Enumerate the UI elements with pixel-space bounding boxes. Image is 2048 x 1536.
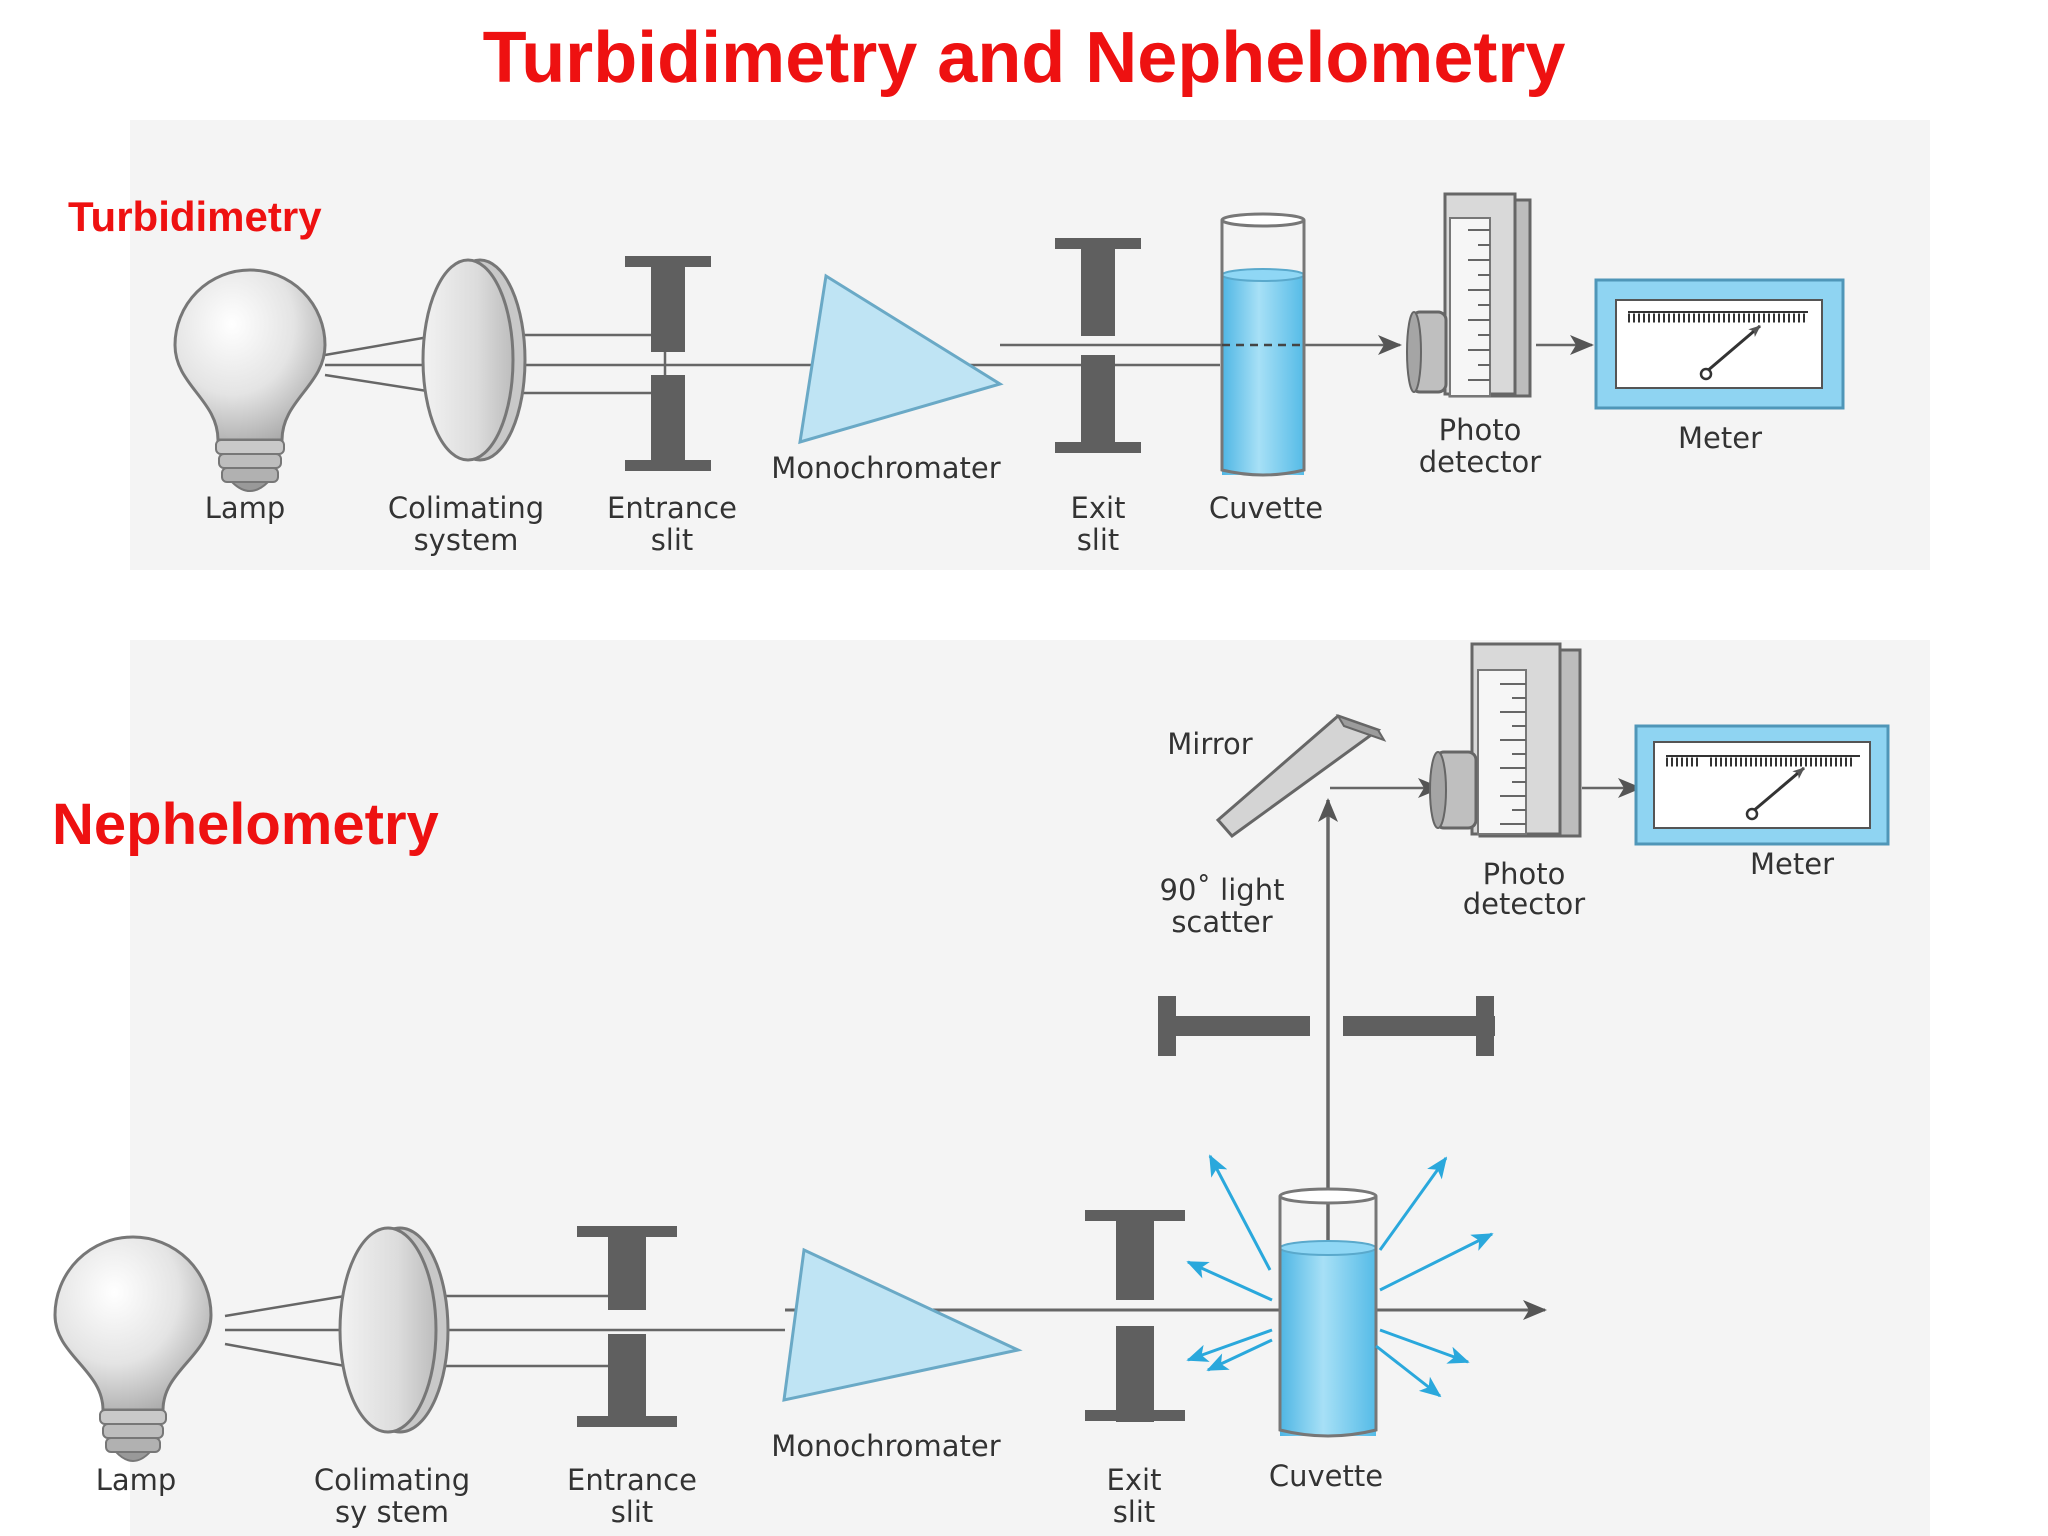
nephelometry-scatter-arrows [1186, 1154, 1494, 1398]
turbidimetry-meter [1594, 278, 1845, 410]
turbidimetry-lamp [173, 268, 327, 492]
turbidimetry-exit-label-2: slit [1077, 523, 1120, 557]
turbidimetry-photo-label: Photo [1439, 413, 1522, 447]
nephelometry-detector-label: detector [1463, 887, 1586, 921]
nephelometry-exit-slit [1085, 1210, 1185, 1422]
nephelometry-mirror-label: Mirror [1167, 727, 1253, 761]
turbidimetry-labels: Lamp Colimating system Entrance slit Mon… [204, 413, 1762, 558]
nephelometry-mirror [1215, 714, 1387, 839]
turbidimetry-meter-label: Meter [1678, 421, 1762, 455]
turbidimetry-photodetector [1406, 192, 1532, 398]
turbidimetry-monochromator-prism [798, 273, 1004, 445]
turbidimetry-exit-slit [1055, 238, 1141, 453]
turbidimetry-monochromater-label: Monochromater [771, 451, 1000, 485]
nephelometry-colimating-label-2: sy stem [335, 1495, 449, 1529]
nephelometry-scatter-label: 90˚ light [1160, 873, 1285, 907]
nephelometry-entrance-label: Entrance [567, 1463, 697, 1497]
nephelometry-exit-label: Exit [1107, 1463, 1162, 1497]
turbidimetry-colimating-label: Colimating [388, 491, 544, 525]
nephelometry-photo-label: Photo [1483, 857, 1566, 891]
nephelometry-labels: Lamp Colimating sy stem Entrance slit Mo… [95, 727, 1834, 1530]
nephelometry-cuvette [1278, 1187, 1378, 1438]
nephelometry-diagram: Lamp Colimating sy stem Entrance slit Mo… [53, 642, 1890, 1530]
turbidimetry-collimating-lens [421, 258, 527, 462]
turbidimetry-heading: Turbidimetry [68, 193, 322, 240]
turbidimetry-entrance-label: Entrance [607, 491, 737, 525]
nephelometry-scatter-slit [1158, 996, 1495, 1056]
nephelometry-colimating-label: Colimating [314, 1463, 470, 1497]
turbidimetry-entrance-slit [625, 256, 711, 471]
nephelometry-monochromator-prism [782, 1247, 1023, 1402]
nephelometry-scatter-label-2: scatter [1171, 905, 1272, 939]
nephelometry-heading: Nephelometry [52, 792, 439, 857]
nephelometry-entrance-label-2: slit [611, 1495, 654, 1529]
turbidimetry-lamp-label: Lamp [205, 491, 286, 525]
turbidimetry-detector-label: detector [1419, 445, 1542, 479]
page-title: Turbidimetry and Nephelometry [482, 18, 1566, 98]
nephelometry-lamp [53, 1235, 213, 1462]
turbidimetry-cuvette-label: Cuvette [1209, 491, 1323, 525]
nephelometry-photodetector [1429, 642, 1582, 838]
nephelometry-meter-label: Meter [1750, 847, 1834, 881]
nephelometry-entrance-slit [577, 1226, 677, 1427]
turbidimetry-diagram: Lamp Colimating system Entrance slit Mon… [173, 192, 1845, 558]
turbidimetry-colimating-label-2: system [414, 523, 519, 557]
nephelometry-lamp-label: Lamp [96, 1463, 177, 1497]
nephelometry-cuvette-label: Cuvette [1269, 1459, 1383, 1493]
nephelometry-meter [1634, 724, 1890, 846]
nephelometry-exit-label-2: slit [1113, 1495, 1156, 1529]
nephelometry-monochromater-label: Monochromater [771, 1429, 1000, 1463]
turbidimetry-exit-label: Exit [1071, 491, 1126, 525]
turbidimetry-cuvette [1000, 212, 1306, 477]
turbidimetry-entrance-label-2: slit [651, 523, 694, 557]
nephelometry-collimating-lens [338, 1226, 450, 1434]
